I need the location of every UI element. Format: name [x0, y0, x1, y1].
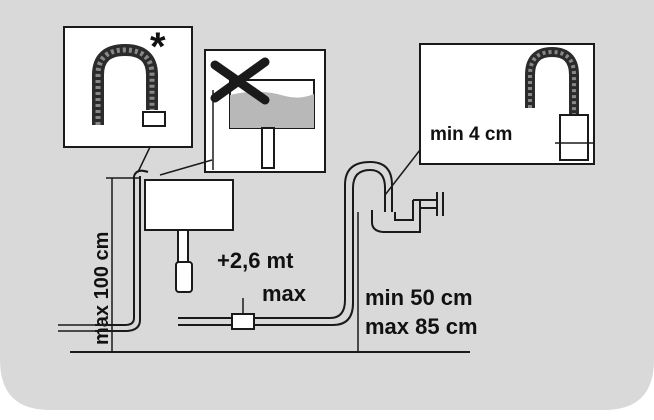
extension-hose-outer — [178, 160, 393, 319]
pointer-line — [137, 146, 151, 173]
extension-label: +2,6 mt — [217, 248, 294, 273]
trap — [175, 261, 193, 293]
box-sink-wrong — [204, 49, 326, 173]
extension-hose-inner — [178, 168, 386, 326]
pointer-line-2 — [159, 159, 213, 176]
box-hook-gap: min 4 cm — [419, 43, 595, 165]
sink-water — [230, 91, 314, 128]
tank-unit — [144, 179, 234, 293]
extension-max-label: max — [262, 281, 307, 306]
hose-connector — [231, 313, 255, 330]
drain-max-label: max 85 cm — [365, 314, 478, 339]
asterisk-label: * — [150, 25, 166, 69]
max-height-label: max 100 cm — [91, 232, 113, 345]
cross-icon — [210, 57, 270, 105]
drain-min-label: min 50 cm — [365, 285, 473, 310]
gap-min-label: min 4 cm — [430, 124, 512, 145]
hose-outline — [95, 176, 141, 332]
hose-end-cap — [142, 111, 166, 127]
standpipe — [559, 114, 589, 161]
sink-drain-pipe — [261, 127, 275, 169]
wall-trap — [371, 200, 421, 233]
box-hook-correct: * — [63, 25, 193, 148]
pointer-line-3 — [384, 149, 421, 196]
